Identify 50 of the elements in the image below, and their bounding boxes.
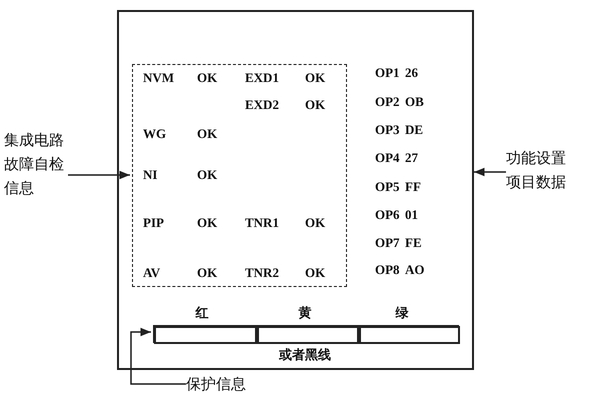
option-name: OP4 <box>375 150 400 166</box>
option-name: OP7 <box>375 235 400 251</box>
caption-text: 绿 <box>396 306 408 322</box>
item-name: WG <box>143 126 166 142</box>
bar-segment <box>359 326 460 344</box>
item-name: AV <box>143 265 160 281</box>
status-value: OK <box>305 215 326 231</box>
bar-segment <box>257 326 359 344</box>
arrow <box>130 328 186 385</box>
item-name: TNR1 <box>245 215 279 231</box>
item-name: NVM <box>143 70 174 86</box>
option-name: OP8 <box>375 262 400 278</box>
item-name: PIP <box>143 215 164 231</box>
text-label: 集成电路故障自检信息 <box>4 128 68 200</box>
option-name: OP5 <box>375 179 400 195</box>
setting-value: DE <box>405 122 424 138</box>
status-value: OK <box>305 265 326 281</box>
caption-text: 红 <box>196 306 208 322</box>
status-value: OK <box>197 126 218 142</box>
caption-text: 黄 <box>298 306 312 322</box>
item-name: EXD2 <box>245 97 279 113</box>
option-name: OP1 <box>375 65 400 81</box>
status-value: OK <box>305 70 326 86</box>
indicator-bar <box>153 325 459 343</box>
setting-value: OB <box>405 94 424 110</box>
setting-value: FE <box>405 235 422 251</box>
status-value: OK <box>305 97 326 113</box>
setting-value: 26 <box>405 65 418 81</box>
status-value: OK <box>197 167 218 183</box>
item-name: EXD1 <box>245 70 279 86</box>
status-value: OK <box>197 265 218 281</box>
status-value: OK <box>197 215 218 231</box>
item-name: TNR2 <box>245 265 279 281</box>
setting-value: 01 <box>405 207 418 223</box>
setting-value: AO <box>405 262 424 278</box>
text-label: 保护信息 <box>186 372 266 396</box>
option-name: OP6 <box>375 207 400 223</box>
setting-value: FF <box>405 179 421 195</box>
screen-frame <box>117 10 474 370</box>
setting-value: 27 <box>405 150 418 166</box>
option-name: OP3 <box>375 122 400 138</box>
caption-text: 或者黑线 <box>279 348 331 364</box>
option-name: OP2 <box>375 94 400 110</box>
text-label: 功能设置项目数据 <box>506 146 578 194</box>
item-name: NI <box>143 167 158 183</box>
bar-segment <box>154 326 257 344</box>
arrow <box>68 170 130 180</box>
status-value: OK <box>197 70 218 86</box>
arrow <box>474 168 506 176</box>
dashed-region <box>132 64 347 287</box>
